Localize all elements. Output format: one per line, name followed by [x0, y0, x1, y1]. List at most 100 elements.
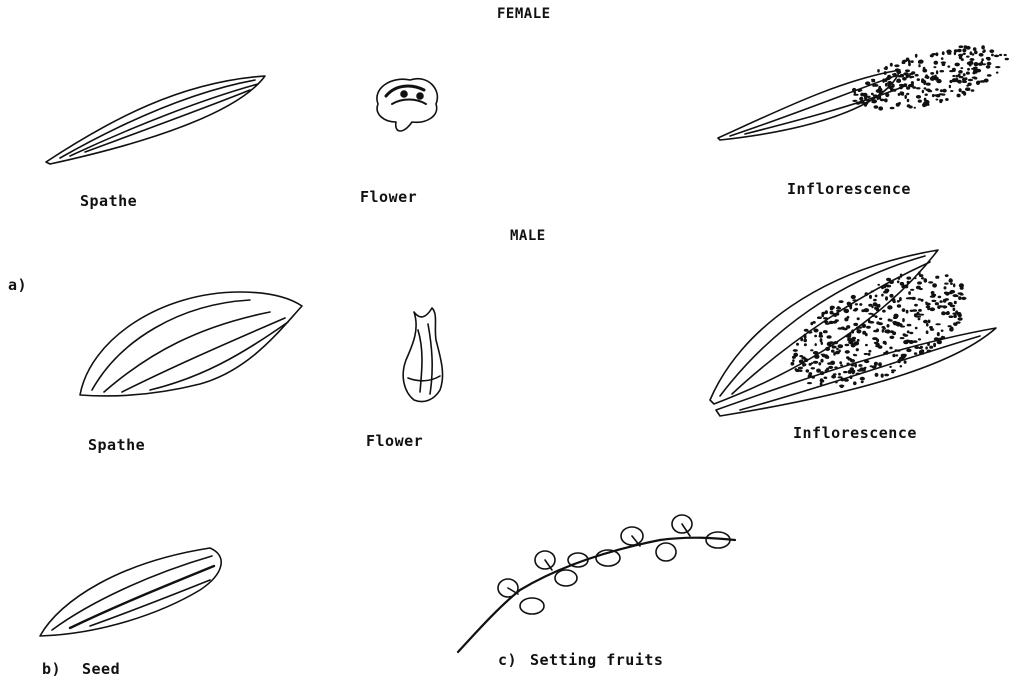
stipple-dot — [987, 62, 992, 66]
part-c-marker: c) — [498, 651, 517, 669]
stipple-dot — [903, 83, 907, 87]
stipple-dot — [917, 78, 920, 81]
stipple-dot — [887, 75, 891, 79]
stipple-dot — [945, 98, 949, 101]
female-inflorescence-label: Inflorescence — [787, 180, 911, 198]
stipple-dot — [803, 339, 807, 343]
stipple-dot — [822, 354, 826, 358]
stipple-dot — [873, 330, 878, 333]
stipple-dot — [871, 290, 874, 292]
stipple-dot — [884, 289, 889, 293]
stipple-dot — [893, 89, 896, 92]
stipple-dot — [868, 353, 871, 356]
stipple-dot — [856, 373, 861, 375]
stipple-dot — [947, 65, 950, 67]
stipple-dot — [864, 308, 870, 312]
stipple-dot — [905, 69, 910, 72]
stipple-dot — [906, 86, 910, 90]
stipple-dot — [873, 299, 877, 302]
stipple-dot — [804, 343, 807, 346]
stipple-dot — [932, 283, 937, 287]
stipple-dot — [961, 297, 966, 300]
stipple-dot — [838, 373, 841, 376]
seed-label: Seed — [82, 660, 120, 678]
stipple-dot — [918, 338, 921, 340]
stipple-dot — [991, 54, 994, 57]
stipple-dot — [810, 349, 813, 351]
stipple-dot — [851, 364, 855, 366]
stipple-dot — [848, 335, 852, 338]
stipple-dot — [850, 375, 853, 379]
female-spathe-drawing — [46, 76, 265, 164]
stipple-dot — [967, 68, 970, 71]
stipple-dot — [930, 328, 934, 331]
stipple-dot — [817, 316, 822, 319]
stipple-dot — [886, 278, 891, 281]
stipple-dot — [949, 278, 952, 282]
female-flower-label: Flower — [360, 188, 417, 206]
stipple-dot — [847, 302, 852, 306]
stipple-dot — [906, 349, 911, 353]
stipple-dot — [944, 283, 948, 285]
stipple-dot — [829, 341, 833, 344]
stipple-dot — [902, 318, 905, 322]
stipple-dot — [827, 335, 832, 339]
seed-drawing — [40, 548, 221, 636]
stipple-dot — [820, 371, 824, 375]
stipple-dot — [819, 335, 824, 338]
stipple-dot — [876, 339, 879, 343]
stipple-dot — [814, 335, 817, 338]
male-flower-drawing — [403, 308, 442, 402]
stipple-dot — [926, 323, 929, 327]
stipple-dot — [886, 324, 889, 328]
stipple-dot — [854, 308, 857, 312]
stipple-dot — [979, 53, 984, 57]
stipple-dot — [954, 52, 956, 55]
stipple-dot — [944, 292, 948, 295]
stipple-dot — [860, 377, 865, 381]
stipple-dot — [875, 315, 878, 318]
stipple-dot — [908, 60, 911, 64]
stipple-dot — [925, 94, 928, 96]
stipple-dot — [811, 367, 815, 369]
stipple-dot — [838, 376, 843, 378]
stipple-dot — [902, 308, 906, 312]
stipple-dot — [914, 313, 918, 317]
stipple-dot — [823, 330, 828, 333]
stipple-dot — [914, 304, 918, 307]
stipple-dot — [933, 343, 936, 347]
stipple-dot — [816, 369, 821, 373]
stipple-dot — [834, 366, 838, 368]
stipple-dot — [914, 346, 919, 349]
stipple-dot — [820, 359, 823, 363]
female-inflorescence-stipple — [852, 45, 1009, 110]
stipple-dot — [946, 311, 949, 315]
stipple-dot — [848, 358, 852, 361]
stipple-dot — [974, 67, 977, 70]
stipple-dot — [924, 98, 927, 102]
stipple-dot — [846, 325, 850, 329]
stipple-dot — [897, 300, 900, 303]
stipple-dot — [828, 366, 833, 369]
stipple-dot — [996, 72, 999, 74]
stipple-dot — [836, 307, 841, 310]
stipple-dot — [859, 303, 862, 306]
stipple-dot — [845, 344, 850, 346]
stipple-dot — [874, 105, 879, 109]
stipple-dot — [904, 341, 908, 344]
stipple-dot — [893, 314, 898, 318]
stipple-dot — [884, 374, 889, 377]
stipple-dot — [862, 324, 867, 328]
stipple-dot — [936, 99, 939, 101]
stipple-dot — [887, 305, 892, 309]
stipple-dot — [820, 378, 823, 382]
stipple-dot — [882, 329, 884, 333]
stipple-dot — [943, 305, 946, 308]
stipple-dot — [915, 327, 918, 330]
stipple-dot — [907, 330, 910, 333]
stipple-dot — [914, 277, 917, 279]
stipple-dot — [896, 79, 901, 83]
stipple-dot — [958, 296, 961, 300]
stipple-dot — [875, 345, 880, 347]
